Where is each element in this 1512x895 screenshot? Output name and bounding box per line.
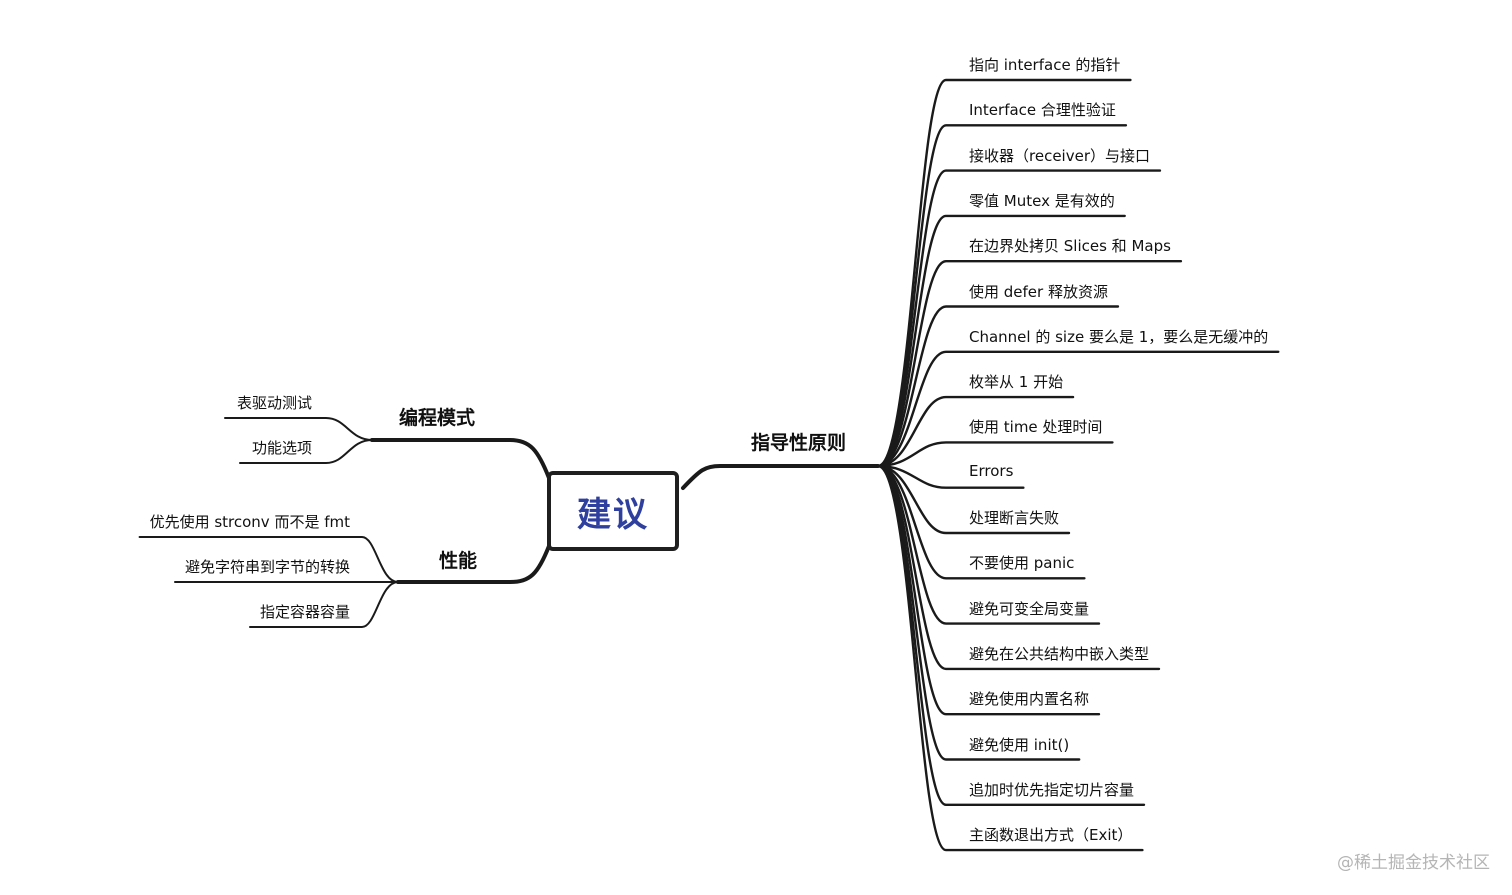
- guideline-item-12[interactable]: 不要使用 panic: [969, 554, 1075, 573]
- connector-guideline-10: [876, 464, 1025, 489]
- pattern-item-1[interactable]: 表驱动测试: [236, 394, 312, 412]
- connector-root-guidelines: [681, 464, 880, 490]
- guideline-item-10[interactable]: Errors: [969, 461, 1014, 480]
- guideline-item-15[interactable]: 避免使用内置名称: [969, 690, 1090, 709]
- connector-guideline-18: [876, 464, 1144, 852]
- connector-root-performance: [396, 544, 551, 584]
- guideline-item-9[interactable]: 使用 time 处理时间: [969, 418, 1103, 437]
- connector-guideline-13: [876, 464, 1101, 625]
- connector-guideline-8: [876, 395, 1075, 468]
- guideline-item-4[interactable]: 零值 Mutex 是有效的: [969, 191, 1115, 210]
- connector-guideline-9: [876, 441, 1114, 468]
- connector-guideline-4: [876, 214, 1126, 468]
- performance-item-3[interactable]: 指定容器容量: [259, 603, 350, 621]
- connector-performance-3: [248, 581, 399, 628]
- connector-root-patterns: [370, 438, 551, 480]
- guideline-item-5[interactable]: 在边界处拷贝 Slices 和 Maps: [969, 237, 1171, 256]
- pattern-item-2[interactable]: 功能选项: [251, 439, 312, 457]
- watermark: @稀土掘金技术社区: [1337, 853, 1490, 873]
- guideline-item-17[interactable]: 追加时优先指定切片容量: [969, 780, 1135, 799]
- guideline-item-14[interactable]: 避免在公共结构中嵌入类型: [969, 644, 1150, 663]
- guideline-leaf-connectors: [876, 78, 1280, 852]
- connector-guideline-12: [876, 464, 1086, 580]
- connector-guideline-5: [876, 260, 1183, 468]
- connector-guideline-11: [876, 464, 1071, 535]
- root-node[interactable]: 建议: [547, 471, 679, 551]
- performance-item-1[interactable]: 优先使用 strconv 而不是 fmt: [149, 513, 350, 531]
- guideline-item-18[interactable]: 主函数退出方式（Exit）: [969, 826, 1133, 845]
- branch-performance-label[interactable]: 性能: [439, 550, 478, 572]
- connector-performance-1: [138, 536, 399, 583]
- guideline-item-16[interactable]: 避免使用 init(): [969, 735, 1070, 754]
- guideline-item-1[interactable]: 指向 interface 的指针: [969, 56, 1121, 74]
- pattern-leaf-connectors: [223, 417, 373, 464]
- connector-pattern-2: [239, 439, 373, 464]
- connector-guideline-6: [876, 305, 1120, 468]
- guideline-item-2[interactable]: Interface 合理性验证: [969, 101, 1116, 120]
- connector-pattern-1: [223, 417, 373, 441]
- guideline-item-11[interactable]: 处理断言失败: [969, 509, 1060, 527]
- guideline-item-6[interactable]: 使用 defer 释放资源: [969, 282, 1108, 301]
- branch-patterns-label[interactable]: 编程模式: [399, 407, 476, 429]
- guideline-item-7[interactable]: Channel 的 size 要么是 1，要么是无缓冲的: [969, 327, 1269, 346]
- connector-guideline-7: [876, 350, 1280, 468]
- guideline-item-13[interactable]: 避免可变全局变量: [969, 599, 1090, 618]
- performance-item-2[interactable]: 避免字符串到字节的转换: [184, 558, 350, 576]
- root-node-label: 建议: [577, 494, 649, 535]
- guideline-item-8[interactable]: 枚举从 1 开始: [969, 373, 1064, 392]
- branch-guidelines-label[interactable]: 指导性原则: [751, 432, 847, 454]
- performance-leaf-connectors: [138, 536, 399, 628]
- guideline-item-3[interactable]: 接收器（receiver）与接口: [969, 146, 1150, 165]
